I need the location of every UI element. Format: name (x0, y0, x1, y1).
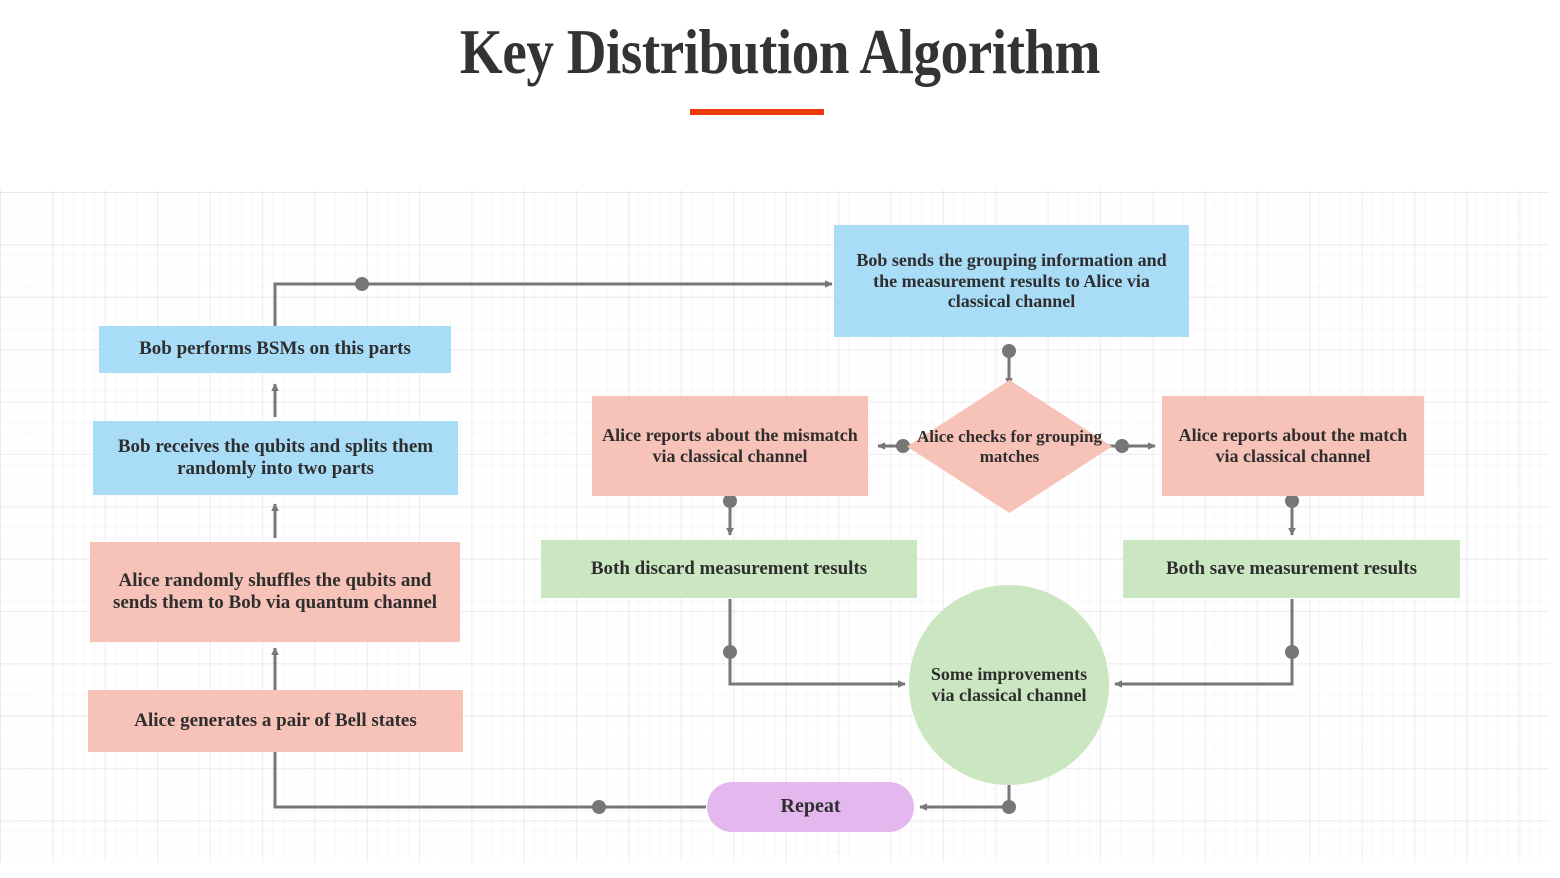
edge-bsm-to-send (273, 280, 833, 330)
title-accent-rule (690, 109, 824, 115)
node-label: Repeat (780, 795, 841, 818)
edge-save-to-improve (1114, 599, 1294, 688)
title-area: Key Distribution Algorithm (0, 0, 1560, 190)
node-label: Both discard measurement results (590, 557, 868, 579)
node-both-save-results[interactable]: Both save measurement results (1123, 540, 1460, 598)
node-both-discard-results[interactable]: Both discard measurement results (541, 540, 917, 598)
node-alice-reports-match[interactable]: Alice reports about the match via classi… (1162, 396, 1424, 496)
node-label: Bob receives the qubits and splits them … (117, 435, 434, 479)
node-some-improvements[interactable]: Some improvements via classical channel (909, 585, 1109, 785)
node-alice-shuffles[interactable]: Alice randomly shuffles the qubits and s… (90, 542, 460, 642)
node-label: Alice generates a pair of Bell states (134, 709, 417, 731)
node-label: Alice randomly shuffles the qubits and s… (112, 569, 438, 613)
node-label: Alice reports about the mismatch via cla… (602, 425, 858, 466)
edge-discard-to-improve (728, 599, 906, 688)
node-label: Some improvements via classical channel (930, 664, 1088, 705)
edge-repeat-to-bell (271, 740, 706, 809)
node-bob-performs-bsms[interactable]: Bob performs BSMs on this parts (99, 326, 451, 373)
node-label: Bob performs BSMs on this parts (139, 338, 411, 360)
node-bob-receives-qubits[interactable]: Bob receives the qubits and splits them … (93, 421, 458, 495)
edge-improve-to-repeat (919, 781, 1011, 811)
node-alice-reports-mismatch[interactable]: Alice reports about the mismatch via cla… (592, 396, 868, 496)
node-alice-generates-bell[interactable]: Alice generates a pair of Bell states (88, 690, 463, 752)
connector-layer (268, 277, 1299, 814)
flowchart-canvas: Bob performs BSMs on this parts Bob rece… (0, 190, 1549, 862)
node-label: Alice checks for grouping matches (917, 426, 1102, 466)
node-repeat[interactable]: Repeat (707, 782, 914, 832)
node-alice-checks-grouping[interactable]: Alice checks for grouping matches (907, 380, 1112, 513)
node-label: Alice reports about the match via classi… (1178, 425, 1408, 466)
page-title: Key Distribution Algorithm (459, 16, 1101, 87)
node-label: Bob sends the grouping information and t… (856, 249, 1167, 312)
node-label: Both save measurement results (1165, 557, 1418, 579)
node-bob-sends-grouping-info[interactable]: Bob sends the grouping information and t… (834, 225, 1189, 337)
